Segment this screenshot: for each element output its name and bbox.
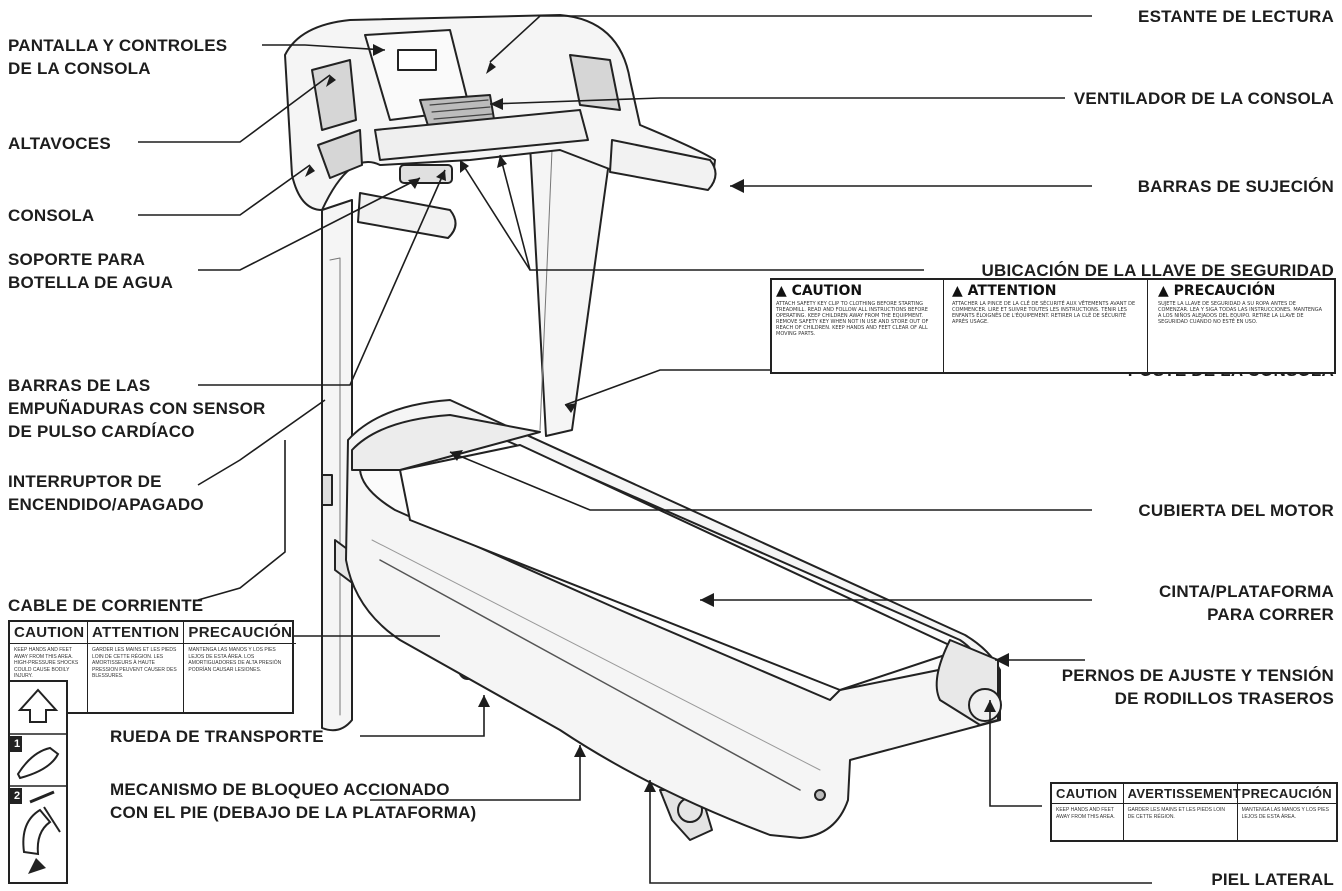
label-barras-sujecion: BARRAS DE SUJECIÓN <box>1137 177 1334 196</box>
label-interruptor-line2: ENCENDIDO/APAGADO <box>8 495 204 514</box>
roller-warning-col-es: PRECAUCIÓN MANTENGA LAS MANOS Y LOS PIES… <box>1237 784 1336 840</box>
shock-warning-head-en: CAUTION <box>10 622 87 644</box>
leader-mecanismo <box>370 745 581 801</box>
shock-warning-col-es: PRECAUCIÓN MANTENGA LAS MANOS Y LOS PIES… <box>184 622 297 712</box>
label-altavoces: ALTAVOCES <box>8 134 111 153</box>
leader-cubierta <box>449 451 1092 511</box>
label-cubierta: CUBIERTA DEL MOTOR <box>1138 501 1334 520</box>
label-interruptor: INTERRUPTOR DE ENCENDIDO/APAGADO <box>8 470 204 516</box>
shock-warning-col-fr: ATTENTION GARDER LES MAINS ET LES PIEDS … <box>88 622 185 712</box>
safety-key-warning-label: ▲ CAUTION ATTACH SAFETY KEY CLIP TO CLOT… <box>770 278 1336 374</box>
leader-pantalla <box>262 44 386 51</box>
running-belt <box>399 444 961 691</box>
label-consola: CONSOLA <box>8 206 95 225</box>
warning-large-col-es: ▲ PRECAUCIÓN SUJETE LA LLAVE DE SEGURIDA… <box>1154 280 1330 372</box>
leader-estante <box>489 15 1092 63</box>
label-pantalla-line2: DE LA CONSOLA <box>8 59 151 78</box>
label-mecanismo-line2: CON EL PIE (DEBAJO DE LA PLATAFORMA) <box>110 803 477 822</box>
label-barras-emp-line3: DE PULSO CARDÍACO <box>8 422 195 441</box>
roller-warning-col-en: CAUTION KEEP HANDS AND FEET AWAY FROM TH… <box>1052 784 1124 840</box>
label-mecanismo: MECANISMO DE BLOQUEO ACCIONADO CON EL PI… <box>110 778 476 824</box>
shock-warning-head-fr: ATTENTION <box>88 622 184 644</box>
label-barras-empunaduras: BARRAS DE LAS EMPUÑADURAS CON SENSOR DE … <box>8 374 266 443</box>
leader-ventilador <box>489 97 1065 105</box>
right-console-post <box>529 129 613 437</box>
pulse-grip-bar <box>374 109 589 161</box>
warning-large-head-es: ▲ PRECAUCIÓN <box>1158 283 1276 299</box>
label-rueda: RUEDA DE TRANSPORTE <box>110 727 324 746</box>
leader-barras-emp <box>198 169 446 386</box>
roller-warning-head-es: PRECAUCIÓN <box>1237 784 1336 804</box>
label-pernos: PERNOS DE AJUSTE Y TENSIÓN DE RODILLOS T… <box>1062 664 1334 710</box>
label-soporte-line1: SOPORTE PARA <box>8 250 146 269</box>
pedal-step-1: 1 <box>13 738 21 750</box>
label-interruptor-line1: INTERRUPTOR DE <box>8 472 162 491</box>
label-estante: ESTANTE DE LECTURA <box>1138 7 1334 26</box>
roller-warning-head-fr: AVERTISSEMENT <box>1123 784 1241 804</box>
bottle-holder <box>399 164 453 184</box>
label-barras-emp-line1: BARRAS DE LAS <box>8 376 151 395</box>
label-cinta: CINTA/PLATAFORMA PARA CORRER <box>1159 580 1334 626</box>
foot-pedal-icon <box>10 688 66 874</box>
right-grab-bar <box>609 139 717 191</box>
warning-large-head-fr: ▲ ATTENTION <box>952 283 1057 299</box>
leader-rueda <box>360 695 485 737</box>
shock-warning-col-en: CAUTION KEEP HANDS AND FEET AWAY FROM TH… <box>10 622 88 712</box>
warning-large-col-fr: ▲ ATTENTION ATTACHER LA PINCE DE LA CLÉ … <box>948 280 1148 372</box>
foot-lock-instruction-icon: 1 2 <box>8 680 68 884</box>
label-ubicacion-llave: UBICACIÓN DE LA LLAVE DE SEGURIDAD <box>981 261 1334 280</box>
warning-large-body-en: ATTACH SAFETY KEY CLIP TO CLOTHING BEFOR… <box>776 301 929 337</box>
label-cinta-line2: PARA CORRER <box>1207 605 1334 624</box>
pedal-step-2: 2 <box>13 790 21 802</box>
shock-warning-body-en: KEEP HANDS AND FEET AWAY FROM THIS AREA.… <box>14 647 79 679</box>
warning-large-body-es: SUJETE LA LLAVE DE SEGURIDAD A SU ROPA A… <box>1158 301 1323 325</box>
left-grab-bar <box>357 192 457 239</box>
roller-warning-col-fr: AVERTISSEMENT GARDER LES MAINS ET LES PI… <box>1123 784 1241 840</box>
shock-warning-label: CAUTION KEEP HANDS AND FEET AWAY FROM TH… <box>8 620 297 714</box>
leader-ubicacion-b <box>459 159 531 271</box>
label-cinta-line1: CINTA/PLATAFORMA <box>1158 582 1334 601</box>
right-speaker <box>569 54 621 111</box>
label-mecanismo-line1: MECANISMO DE BLOQUEO ACCIONADO <box>110 780 450 799</box>
shock-warning-body-fr: GARDER LES MAINS ET LES PIEDS LOIN DE CE… <box>92 647 177 679</box>
shock-warning-head-es: PRECAUCIÓN <box>184 622 297 644</box>
label-ventilador: VENTILADOR DE LA CONSOLA <box>1073 89 1334 108</box>
warning-large-col-en: ▲ CAUTION ATTACH SAFETY KEY CLIP TO CLOT… <box>772 280 944 372</box>
leader-rodillos <box>989 700 1042 807</box>
leader-cable <box>197 440 286 601</box>
label-pernos-line2: DE RODILLOS TRASEROS <box>1114 689 1334 708</box>
motor-cover <box>351 414 541 471</box>
roller-warning-body-fr: GARDER LES MAINS ET LES PIEDS LOIN DE CE… <box>1127 807 1226 820</box>
left-speaker <box>311 59 357 131</box>
label-pantalla-line1: PANTALLA Y CONTROLES <box>8 36 228 55</box>
leader-soporte <box>198 177 421 271</box>
shock-warning-body-es: MANTENGA LAS MANOS Y LOS PIES LEJOS DE E… <box>188 647 282 673</box>
roller-warning-body-es: MANTENGA LAS MANOS Y LOS PIES LEJOS DE E… <box>1241 807 1329 820</box>
left-console-post <box>321 199 353 732</box>
leader-consola <box>138 164 311 216</box>
leader-piel <box>649 780 1152 884</box>
leader-altavoces <box>138 74 331 143</box>
leader-poste <box>564 369 1092 406</box>
warning-large-head-en: ▲ CAUTION <box>776 283 863 299</box>
label-cable: CABLE DE CORRIENTE <box>8 596 204 615</box>
roller-warning-body-en: KEEP HANDS AND FEET AWAY FROM THIS AREA. <box>1056 807 1115 820</box>
label-soporte: SOPORTE PARA BOTELLA DE AGUA <box>8 248 173 294</box>
label-pantalla: PANTALLA Y CONTROLES DE LA CONSOLA <box>8 34 227 80</box>
roller-warning-label: CAUTION KEEP HANDS AND FEET AWAY FROM TH… <box>1050 782 1338 842</box>
warning-large-body-fr: ATTACHER LA PINCE DE LA CLÉ DE SÉCURITÉ … <box>952 301 1136 325</box>
label-piel-lateral: PIEL LATERAL <box>1211 870 1334 889</box>
label-soporte-line2: BOTELLA DE AGUA <box>8 273 174 292</box>
leader-interruptor <box>197 399 326 486</box>
label-pernos-line1: PERNOS DE AJUSTE Y TENSIÓN <box>1061 666 1334 685</box>
roller-warning-head-en: CAUTION <box>1052 784 1123 804</box>
label-barras-emp-line2: EMPUÑADURAS CON SENSOR <box>8 399 266 418</box>
